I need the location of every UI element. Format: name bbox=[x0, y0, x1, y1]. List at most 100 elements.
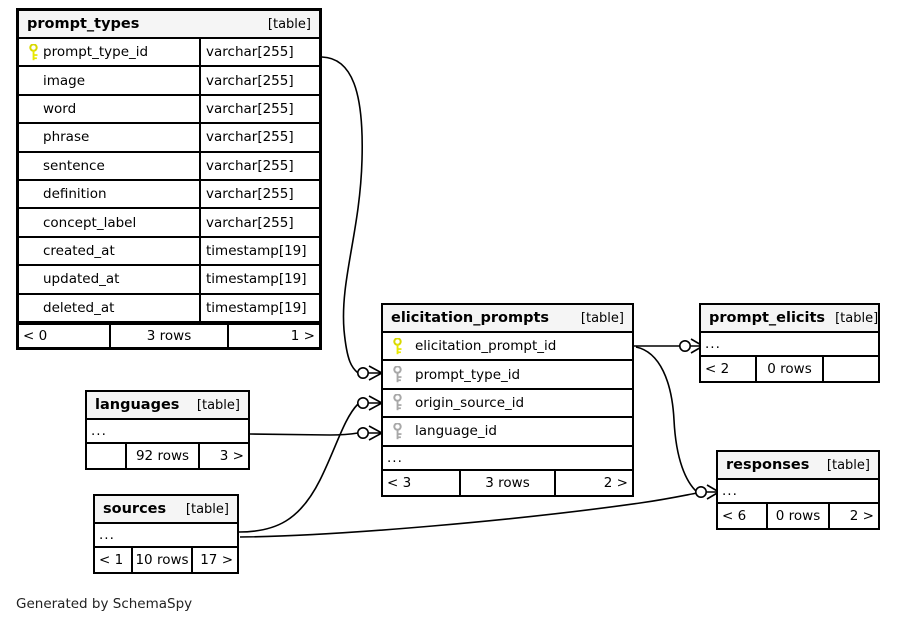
table-header-responses: responses [table] bbox=[718, 452, 878, 480]
footer-parents-count[interactable]: < 0 bbox=[23, 327, 48, 344]
table-title: languages bbox=[95, 397, 180, 413]
table-title: sources bbox=[103, 501, 167, 517]
footer-children-count[interactable]: 17 > bbox=[200, 552, 233, 568]
edge-prompt-types-to-elicitation-prompts bbox=[321, 56, 364, 374]
table-type-tag: [table] bbox=[580, 310, 624, 326]
foreign-key-icon bbox=[387, 394, 407, 411]
more-columns-indicator: ... bbox=[701, 333, 878, 357]
table-elicitation-prompts[interactable]: elicitation_prompts [table] elicitation_… bbox=[381, 303, 634, 497]
table-type-tag: [table] bbox=[835, 310, 879, 326]
table-type-tag: [table] bbox=[196, 397, 240, 413]
more-columns-indicator: ... bbox=[87, 420, 248, 444]
table-footer-sources: < 1 10 rows 17 > bbox=[95, 548, 237, 572]
table-languages[interactable]: languages [table] ... 92 rows 3 > bbox=[85, 390, 250, 470]
footer-row-count: 92 rows bbox=[125, 444, 200, 468]
generator-credit: Generated by SchemaSpy bbox=[16, 596, 193, 612]
table-title: elicitation_prompts bbox=[391, 310, 550, 326]
footer-row-count: 0 rows bbox=[766, 504, 830, 528]
column-type: varchar[255] bbox=[199, 152, 319, 179]
primary-key-icon bbox=[23, 43, 43, 61]
table-sources[interactable]: sources [table] ... < 1 10 rows 17 > bbox=[93, 494, 239, 574]
column-name: deleted_at bbox=[43, 299, 115, 316]
table-type-tag: [table] bbox=[826, 457, 870, 473]
table-header-sources: sources [table] bbox=[95, 496, 237, 524]
edge-sources-to-responses bbox=[239, 492, 698, 538]
primary-key-icon bbox=[387, 337, 407, 355]
column-type: varchar[255] bbox=[199, 180, 319, 208]
column-name: prompt_type_id bbox=[415, 366, 521, 383]
footer-children-count[interactable]: 3 > bbox=[219, 448, 244, 464]
column-row-elicitation-prompt-id[interactable]: elicitation_prompt_id bbox=[383, 333, 632, 362]
table-title: prompt_types bbox=[27, 16, 140, 32]
column-type: varchar[255] bbox=[199, 209, 319, 236]
footer-parents-count[interactable] bbox=[87, 444, 125, 468]
column-name: prompt_type_id bbox=[43, 44, 149, 61]
footer-children-count[interactable]: 1 > bbox=[290, 327, 315, 344]
column-row-prompt-type-id[interactable]: prompt_type_id bbox=[383, 361, 632, 390]
table-header-languages: languages [table] bbox=[87, 392, 248, 420]
table-title: prompt_elicits bbox=[709, 310, 826, 326]
more-columns-indicator: ... bbox=[383, 447, 632, 471]
table-footer-prompt-elicits: < 2 0 rows bbox=[701, 357, 878, 381]
column-name: phrase bbox=[43, 129, 90, 146]
column-name: origin_source_id bbox=[415, 394, 525, 411]
column-row-updated-at[interactable]: updated_at timestamp[19] bbox=[19, 266, 319, 295]
column-row-sentence[interactable]: sentence varchar[255] bbox=[19, 152, 319, 181]
column-row-created-at[interactable]: created_at timestamp[19] bbox=[19, 237, 319, 267]
column-name: language_id bbox=[415, 423, 497, 440]
footer-parents-count[interactable]: < 6 bbox=[722, 508, 747, 524]
column-row-word[interactable]: word varchar[255] bbox=[19, 95, 319, 125]
column-row-deleted-at[interactable]: deleted_at timestamp[19] bbox=[19, 294, 319, 323]
foreign-key-icon bbox=[387, 422, 407, 440]
column-type: varchar[255] bbox=[199, 39, 319, 66]
column-type: timestamp[19] bbox=[199, 237, 319, 265]
column-row-image[interactable]: image varchar[255] bbox=[19, 67, 319, 96]
column-name: word bbox=[43, 100, 77, 117]
edge-languages-to-elicitation-prompts bbox=[249, 432, 359, 436]
column-type: varchar[255] bbox=[199, 67, 319, 94]
column-name: created_at bbox=[43, 242, 115, 259]
table-header-elicitation-prompts: elicitation_prompts [table] bbox=[383, 305, 632, 333]
footer-children-count[interactable]: 2 > bbox=[849, 508, 874, 524]
table-title: responses bbox=[726, 457, 810, 473]
footer-parents-count[interactable]: < 2 bbox=[705, 361, 730, 377]
table-footer-languages: 92 rows 3 > bbox=[87, 444, 248, 468]
more-columns-indicator: ... bbox=[95, 524, 237, 548]
column-row-language-id[interactable]: language_id bbox=[383, 418, 632, 447]
column-row-concept-label[interactable]: concept_label varchar[255] bbox=[19, 209, 319, 238]
footer-children-count[interactable]: 2 > bbox=[603, 474, 628, 491]
edge-elicitation-prompts-to-responses bbox=[635, 346, 698, 493]
column-name: sentence bbox=[43, 157, 105, 174]
footer-row-count: 0 rows bbox=[755, 357, 824, 381]
footer-row-count: 3 rows bbox=[109, 324, 229, 347]
more-columns-indicator: ... bbox=[718, 480, 878, 504]
edge-sources-to-elicitation-prompts bbox=[238, 403, 359, 533]
column-name: concept_label bbox=[43, 214, 137, 231]
table-type-tag: [table] bbox=[185, 501, 229, 517]
footer-children-count[interactable] bbox=[824, 357, 878, 381]
column-type: timestamp[19] bbox=[199, 266, 319, 293]
footer-row-count: 3 rows bbox=[459, 470, 556, 495]
table-prompt-elicits[interactable]: prompt_elicits [table] ... < 2 0 rows bbox=[699, 303, 880, 383]
column-type: varchar[255] bbox=[199, 124, 319, 151]
table-footer-prompt-types: < 0 3 rows 1 > bbox=[19, 322, 319, 347]
column-row-definition[interactable]: definition varchar[255] bbox=[19, 180, 319, 210]
table-header-prompt-types: prompt_types [table] bbox=[19, 11, 319, 39]
table-header-prompt-elicits: prompt_elicits [table] bbox=[701, 305, 878, 333]
table-type-tag: [table] bbox=[267, 16, 311, 32]
column-name: updated_at bbox=[43, 271, 120, 288]
column-name: elicitation_prompt_id bbox=[415, 338, 557, 355]
column-type: timestamp[19] bbox=[199, 294, 319, 321]
table-responses[interactable]: responses [table] ... < 6 0 rows 2 > bbox=[716, 450, 880, 530]
footer-parents-count[interactable]: < 1 bbox=[99, 552, 124, 568]
footer-row-count: 10 rows bbox=[131, 548, 193, 572]
table-footer-elicitation-prompts: < 3 3 rows 2 > bbox=[383, 470, 632, 495]
column-row-origin-source-id[interactable]: origin_source_id bbox=[383, 390, 632, 419]
footer-parents-count[interactable]: < 3 bbox=[387, 474, 412, 491]
table-footer-responses: < 6 0 rows 2 > bbox=[718, 504, 878, 528]
foreign-key-icon bbox=[387, 366, 407, 383]
table-prompt-types[interactable]: prompt_types [table] prompt_type_id varc… bbox=[16, 8, 322, 350]
column-row-prompt-type-id[interactable]: prompt_type_id varchar[255] bbox=[19, 39, 319, 68]
column-row-phrase[interactable]: phrase varchar[255] bbox=[19, 124, 319, 153]
column-name: definition bbox=[43, 186, 107, 203]
